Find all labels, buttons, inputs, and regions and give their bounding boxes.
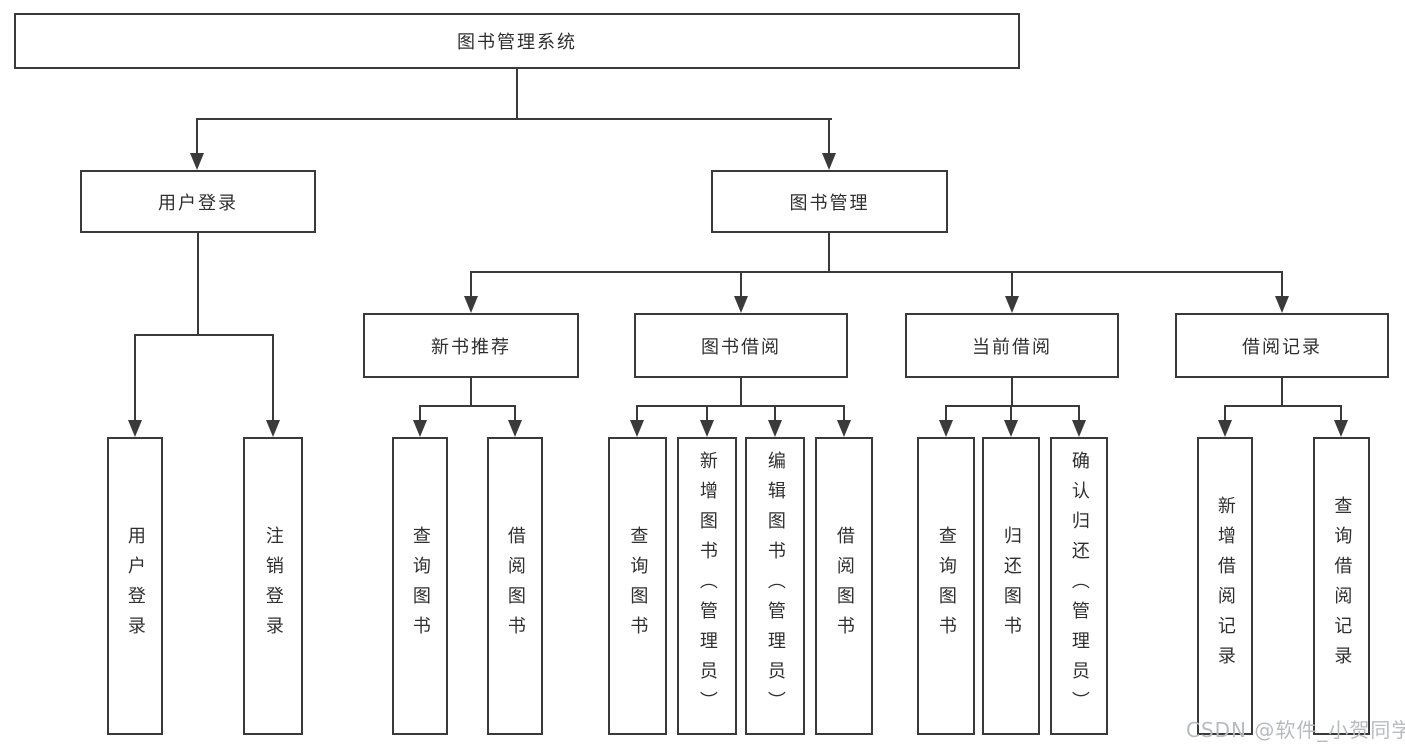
arrow-down-newbook-1-icon [413,420,427,437]
node-root: 图书管理系统 [14,13,1020,69]
connector-bookmgmt-drop-3 [1011,271,1013,297]
connector-newbook-bar [419,405,516,407]
arrow-down-root-left-icon [190,153,204,170]
leaf-query-books-borrowing: 查询图书 [608,437,667,735]
connector-bookmgmt-bar [470,271,1283,273]
connector-userlogin-drop-1 [134,334,136,420]
connector-records-stem [1281,378,1283,407]
connector-borrowing-bar [636,405,845,407]
connector-records-drop-2 [1340,405,1342,421]
connector-borrowing-drop-3 [774,405,776,421]
connector-newbook-drop-2 [514,405,516,421]
connector-bookmgmt-drop-1 [470,271,472,297]
connector-root-stem [516,69,518,120]
leaf-confirm-return-admin: 确认归还（管理员） [1050,437,1108,735]
connector-borrowing-drop-2 [706,405,708,421]
connector-records-bar [1224,405,1342,407]
node-borrowing-records: 借阅记录 [1175,313,1389,378]
connector-current-drop-3 [1078,405,1080,421]
connector-bookmgmt-drop-4 [1281,271,1283,297]
leaf-query-books-recommend: 查询图书 [392,437,448,735]
leaf-edit-book-admin: 编辑图书（管理员） [745,437,805,735]
arrow-down-current-1-icon [939,420,953,437]
node-book-management: 图书管理 [711,170,948,233]
leaf-query-borrow-record: 查询借阅记录 [1313,437,1370,735]
leaf-logout: 注销登录 [243,437,303,735]
connector-current-drop-2 [1010,405,1012,421]
node-current-borrowing: 当前借阅 [905,313,1119,378]
node-new-book-recommend: 新书推荐 [363,313,579,378]
leaf-add-book-admin: 新增图书（管理员） [677,437,737,735]
connector-userlogin-stem [197,233,199,336]
arrow-down-userlogin-2-icon [266,420,280,437]
arrow-down-records-2-icon [1334,420,1348,437]
arrow-down-current-3-icon [1072,420,1086,437]
connector-newbook-drop-1 [419,405,421,421]
leaf-borrow-books-recommend: 借阅图书 [487,437,543,735]
connector-borrowing-drop-1 [636,405,638,421]
arrow-down-borrowing-1-icon [630,420,644,437]
watermark: CSDN @软件_小贺同学 [1186,718,1405,742]
connector-root-drop-left [196,118,198,154]
arrow-down-userlogin-1-icon [128,420,142,437]
connector-userlogin-bar [134,334,274,336]
connector-bookmgmt-drop-2 [740,271,742,297]
connector-borrowing-drop-4 [843,405,845,421]
arrow-down-bookmgmt-2-icon [734,296,748,313]
arrow-down-borrowing-2-icon [700,420,714,437]
arrow-down-newbook-2-icon [508,420,522,437]
connector-userlogin-drop-2 [272,334,274,420]
arrow-down-bookmgmt-3-icon [1005,296,1019,313]
connector-records-drop-1 [1224,405,1226,421]
leaf-borrow-books-borrowing: 借阅图书 [815,437,873,735]
connector-bookmgmt-stem [828,233,830,273]
connector-borrowing-stem [740,378,742,407]
leaf-query-books-current: 查询图书 [917,437,975,735]
leaf-add-borrow-record: 新增借阅记录 [1197,437,1253,735]
arrow-down-borrowing-4-icon [837,420,851,437]
arrow-down-borrowing-3-icon [768,420,782,437]
leaf-user-login: 用户登录 [107,437,163,735]
arrow-down-root-right-icon [822,153,836,170]
connector-root-drop-right [828,118,830,154]
arrow-down-bookmgmt-1-icon [464,296,478,313]
connector-current-drop-1 [945,405,947,421]
connector-current-bar [945,405,1080,407]
arrow-down-bookmgmt-4-icon [1275,296,1289,313]
connector-newbook-stem [470,378,472,407]
leaf-return-books: 归还图书 [982,437,1040,735]
arrow-down-records-1-icon [1218,420,1232,437]
node-book-borrowing: 图书借阅 [634,313,848,378]
connector-current-stem [1011,378,1013,407]
node-user-login: 用户登录 [80,170,316,233]
connector-root-bar [196,118,832,120]
arrow-down-current-2-icon [1004,420,1018,437]
